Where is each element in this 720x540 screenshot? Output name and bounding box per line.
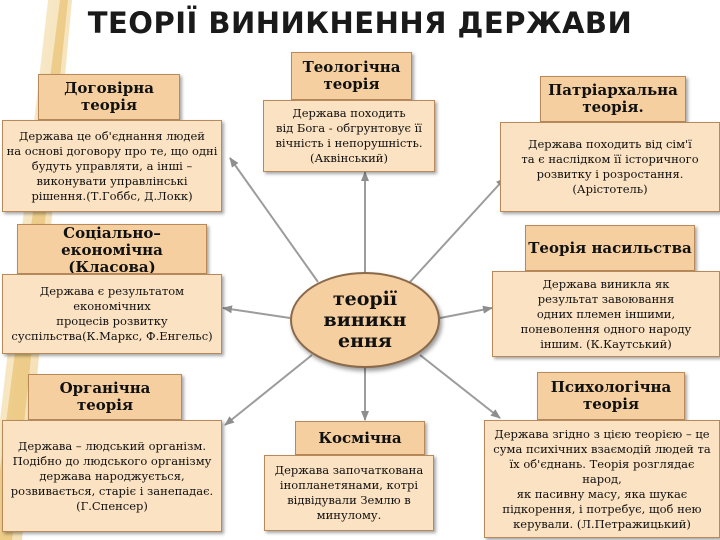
arrow-patriarchal (409, 177, 506, 283)
contract-theory-title: Договірна теорія (38, 74, 180, 120)
contract-theory-description: Держава це об'єднання людей на основі до… (2, 120, 222, 212)
arrow-violence (439, 305, 493, 319)
arrow-organic (224, 354, 313, 426)
cosmic-theory-title: Космічна (295, 421, 425, 455)
center-node: теорії виникн ення (290, 272, 440, 368)
arrow-socio-economic (222, 305, 291, 319)
cosmic-theory-description: Держава започаткована інопланетянами, ко… (264, 455, 434, 531)
violence-theory-title: Теорія насильства (525, 225, 695, 271)
patriarchal-theory-title: Патріархальна теорія. (540, 76, 686, 122)
arrow-psychological (419, 354, 501, 419)
page-title: ТЕОРІЇ ВИНИКНЕННЯ ДЕРЖАВИ (87, 6, 633, 40)
organic-theory-title: Органічна теорія (28, 374, 182, 420)
organic-theory-description: Держава – людський організм. Подібно до … (2, 420, 222, 532)
theological-theory-description: Держава походить від Бога - обгрунтовує … (263, 100, 435, 172)
violence-theory-description: Держава виникла як результат завоювання … (492, 271, 720, 357)
psychological-theory-title: Психологічна теорія (537, 372, 685, 420)
socio-economic-theory-title: Соціально–економічна (Класова) теорія (17, 224, 207, 274)
arrow-contract (229, 157, 319, 283)
patriarchal-theory-description: Держава походить від сім'ї та є наслідко… (500, 122, 720, 212)
socio-economic-theory-description: Держава є результатом економічних процес… (2, 274, 222, 354)
psychological-theory-description: Держава згідно з цією теорією – це сума … (484, 420, 720, 538)
theological-theory-title: Теологічна теорія (291, 52, 412, 100)
